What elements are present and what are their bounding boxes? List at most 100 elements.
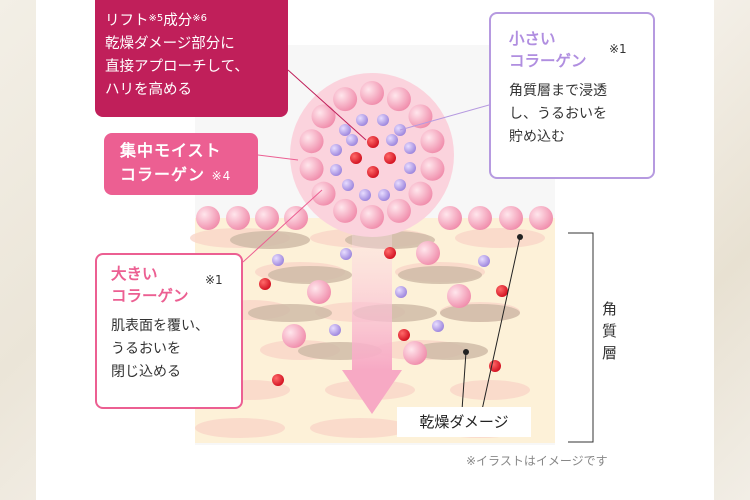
small-leader-line [399, 104, 490, 131]
large-collagen [226, 206, 250, 230]
small-collagen [478, 255, 490, 267]
large-collagen [333, 87, 358, 112]
footnote-mark: ※1 [609, 42, 627, 56]
lift-component [496, 285, 508, 297]
large-collagen-desc: 閉じ込める [111, 364, 181, 380]
small-collagen [404, 162, 416, 174]
small-collagen-title: 小さい [509, 30, 556, 48]
small-collagen-desc: し、うるおいを [509, 106, 607, 122]
damage-leader-line-1 [461, 351, 467, 411]
large-collagen [311, 181, 336, 206]
skin-cell [455, 228, 545, 248]
large-collagen [420, 129, 445, 154]
large-collagen-title-2: コラーゲン [111, 287, 189, 305]
penetration-arrow-head [342, 370, 402, 414]
large-collagen [360, 81, 384, 105]
moist-leader-line [257, 154, 299, 161]
large-collagen [299, 156, 324, 181]
surface-collagen-row [196, 206, 553, 230]
lift-component [367, 166, 379, 178]
stratum-bracket [568, 232, 594, 443]
lift-text: 乾燥ダメージ部分に [105, 36, 235, 52]
small-collagen [330, 164, 342, 176]
lift-callout: リフト※5成分※6 乾燥ダメージ部分に 直接アプローチして、 ハリを高める [95, 0, 288, 117]
large-collagen-desc: 肌表面を覆い、 [111, 318, 209, 334]
small-collagen [329, 324, 341, 336]
collagen-particles [259, 241, 508, 386]
small-collagen [377, 114, 389, 126]
moist-title: 集中モイスト [120, 141, 222, 160]
large-collagen-title: 大きい [111, 265, 158, 283]
large-collagen [420, 156, 445, 181]
small-collagen-desc: 貯め込む [509, 129, 565, 145]
small-collagen [359, 189, 371, 201]
illustration-footnote: ※イラストはイメージです [466, 454, 608, 468]
footnote-mark: ※1 [205, 273, 223, 287]
large-collagen [282, 324, 306, 348]
large-collagen [403, 341, 427, 365]
large-leader-line [242, 189, 323, 263]
lift-component [259, 278, 271, 290]
small-collagen-title-2: コラーゲン [509, 52, 587, 70]
stratum-corneum-label: 角質層 [602, 300, 618, 362]
large-collagen [333, 198, 358, 223]
damaged-cell [248, 304, 332, 322]
damaged-cell [412, 342, 488, 360]
damaged-cell [440, 304, 520, 322]
large-collagen [408, 181, 433, 206]
damaged-cell [230, 231, 310, 249]
large-collagen [529, 206, 553, 230]
small-collagen [340, 248, 352, 260]
small-collagen [394, 179, 406, 191]
large-collagen [299, 129, 324, 154]
large-collagen [386, 198, 411, 223]
lift-leader-line [287, 69, 367, 141]
small-collagen [432, 320, 444, 332]
footnote-mark: ※4 [211, 169, 232, 183]
large-collagen [255, 206, 279, 230]
lift-component [272, 374, 284, 386]
lift-component [350, 152, 362, 164]
small-collagen [386, 134, 398, 146]
small-collagen [342, 179, 354, 191]
small-collagen-desc: 角質層まで浸透 [509, 83, 607, 99]
large-collagen [196, 206, 220, 230]
small-collagen [356, 114, 368, 126]
lift-title-2: 成分 [163, 13, 193, 29]
lift-component [398, 329, 410, 341]
small-collagen [339, 124, 351, 136]
lift-title: リフト [105, 13, 149, 29]
skin-cell [450, 380, 530, 400]
footnote-mark: ※5 [148, 13, 164, 24]
small-collagen [378, 189, 390, 201]
skin-cell [195, 418, 285, 438]
dry-damage-label: 乾燥ダメージ [397, 407, 531, 437]
large-collagen [416, 241, 440, 265]
lift-text: ハリを高める [105, 82, 192, 98]
moist-title-2: コラーゲン [120, 165, 206, 184]
lift-text: 直接アプローチして、 [105, 59, 249, 75]
large-collagen [447, 284, 471, 308]
small-collagen [272, 254, 284, 266]
small-collagen [346, 134, 358, 146]
small-collagen [404, 142, 416, 154]
large-collagen [360, 205, 384, 229]
large-collagen-callout: 大きい コラーゲン ※1 肌表面を覆い、 うるおいを 閉じ込める [95, 253, 243, 409]
large-collagen [307, 280, 331, 304]
large-collagen [468, 206, 492, 230]
damage-leader-line-2 [481, 236, 521, 411]
large-collagen [499, 206, 523, 230]
small-collagen-callout: 小さい コラーゲン ※1 角質層まで浸透 し、うるおいを 貯め込む [489, 12, 655, 179]
damaged-cell [268, 266, 352, 284]
large-collagen [438, 206, 462, 230]
footnote-mark: ※6 [192, 13, 207, 24]
large-collagen [386, 87, 411, 112]
small-collagen [395, 286, 407, 298]
large-collagen [311, 104, 336, 129]
small-collagen [330, 144, 342, 156]
large-collagen-desc: うるおいを [111, 341, 181, 357]
large-collagen [284, 206, 308, 230]
lift-component [384, 152, 396, 164]
skin-cell [310, 418, 410, 438]
lift-component [367, 136, 379, 148]
